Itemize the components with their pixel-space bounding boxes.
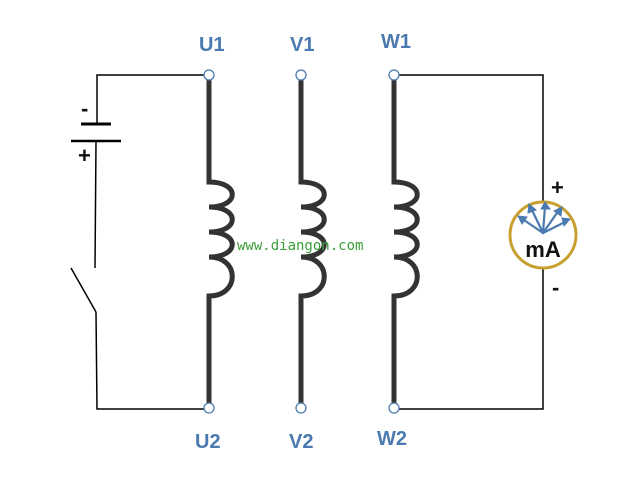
winding-u xyxy=(206,73,235,411)
battery-circuit xyxy=(70,74,208,410)
label-u2: U2 xyxy=(195,431,221,453)
watermark-text: www.diangon.com xyxy=(237,238,363,254)
meter-circuit xyxy=(396,74,544,410)
battery-negative-sign: - xyxy=(81,96,88,121)
milliammeter: mA xyxy=(508,200,578,270)
meter-label: mA xyxy=(525,237,561,262)
battery-positive-sign: + xyxy=(78,143,91,168)
windings xyxy=(206,73,420,411)
terminal-u2 xyxy=(203,402,215,414)
winding-w xyxy=(391,73,420,411)
wire-top-left xyxy=(96,74,208,124)
terminal-u1 xyxy=(203,69,215,81)
label-w2: W2 xyxy=(377,428,407,450)
terminal-w2 xyxy=(388,402,400,414)
terminal-w1 xyxy=(388,69,400,81)
meter-negative-sign: - xyxy=(552,275,559,300)
meter-positive-sign: + xyxy=(551,175,564,200)
label-v1: V1 xyxy=(290,34,314,56)
terminal-v2 xyxy=(295,402,307,414)
switch-blade xyxy=(70,267,97,313)
meter-arrows-icon xyxy=(517,201,571,235)
label-v2: V2 xyxy=(289,431,313,453)
winding-v xyxy=(298,73,327,411)
wire-bottom-left xyxy=(95,311,208,410)
label-u1: U1 xyxy=(199,34,225,56)
wire-battery-down xyxy=(94,140,97,269)
label-w1: W1 xyxy=(381,31,411,53)
terminal-v1 xyxy=(295,69,307,81)
wire-bottom-right xyxy=(396,268,544,410)
wire-top-right xyxy=(396,74,544,203)
terminals xyxy=(203,69,400,414)
